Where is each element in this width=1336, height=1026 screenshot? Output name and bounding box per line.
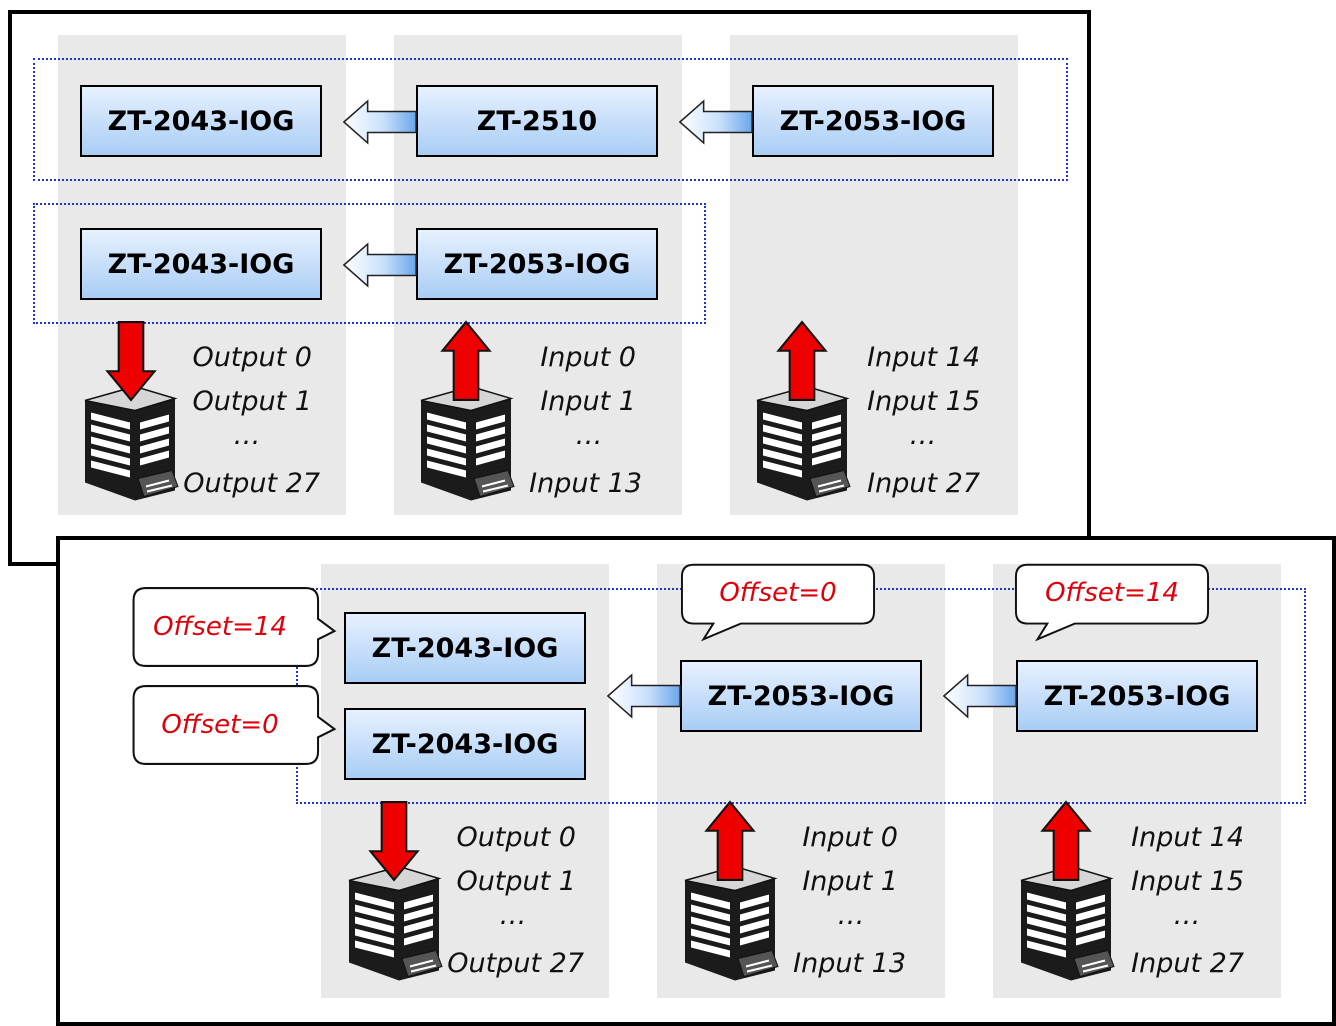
io-label: Input 1 — [540, 386, 636, 417]
io-label: Output 1 — [192, 386, 312, 417]
io-label: … — [575, 420, 603, 451]
io-label: Output 27 — [447, 948, 584, 979]
io-label: Input 0 — [802, 822, 898, 853]
offset-label: Offset=0 — [719, 578, 837, 608]
io-label: Input 14 — [867, 342, 980, 373]
device-zt-2053-iog: ZT-2053-IOG — [1016, 660, 1258, 732]
io-label: Input 27 — [1131, 948, 1244, 979]
io-label: Input 15 — [867, 386, 980, 417]
left-arrow-icon — [342, 98, 418, 146]
offset-callout: Offset=0 — [680, 562, 876, 642]
offset-label: Offset=0 — [161, 710, 279, 740]
device-zt-2043-iog: ZT-2043-IOG — [80, 228, 322, 300]
io-label: Output 0 — [192, 342, 312, 373]
io-label: Input 0 — [540, 342, 636, 373]
left-arrow-icon — [678, 98, 754, 146]
left-arrow-icon — [942, 672, 1018, 720]
io-label: Input 13 — [529, 468, 642, 499]
io-label: … — [499, 900, 527, 931]
io-label: Input 27 — [867, 468, 980, 499]
device-zt-2043-iog: ZT-2043-IOG — [344, 708, 586, 780]
device-zt-2053-iog: ZT-2053-IOG — [680, 660, 922, 732]
io-label: Input 15 — [1131, 866, 1244, 897]
io-label: … — [233, 420, 261, 451]
device-zt-2053-iog: ZT-2053-IOG — [752, 85, 994, 157]
left-arrow-icon — [342, 241, 418, 289]
io-label: Output 1 — [456, 866, 576, 897]
offset-label: Offset=14 — [153, 612, 287, 642]
io-label: Output 27 — [183, 468, 320, 499]
io-label: … — [909, 420, 937, 451]
device-zt-2043-iog: ZT-2043-IOG — [344, 612, 586, 684]
io-label: … — [1173, 900, 1201, 931]
io-label: Input 1 — [802, 866, 898, 897]
offset-label: Offset=14 — [1045, 578, 1179, 608]
device-zt-2043-iog: ZT-2043-IOG — [80, 85, 322, 157]
device-zt-2053-iog: ZT-2053-IOG — [416, 228, 658, 300]
left-arrow-icon — [606, 672, 682, 720]
top-group-row-2 — [33, 203, 706, 324]
device-zt-2510: ZT-2510 — [416, 85, 658, 157]
io-label: Input 14 — [1131, 822, 1244, 853]
io-label: Input 13 — [793, 948, 906, 979]
top-group-row-1 — [33, 58, 1068, 181]
offset-callout: Offset=14 — [128, 586, 340, 668]
offset-callout: Offset=0 — [128, 684, 340, 766]
io-label: Output 0 — [456, 822, 576, 853]
offset-callout: Offset=14 — [1014, 562, 1210, 642]
io-label: … — [837, 900, 865, 931]
